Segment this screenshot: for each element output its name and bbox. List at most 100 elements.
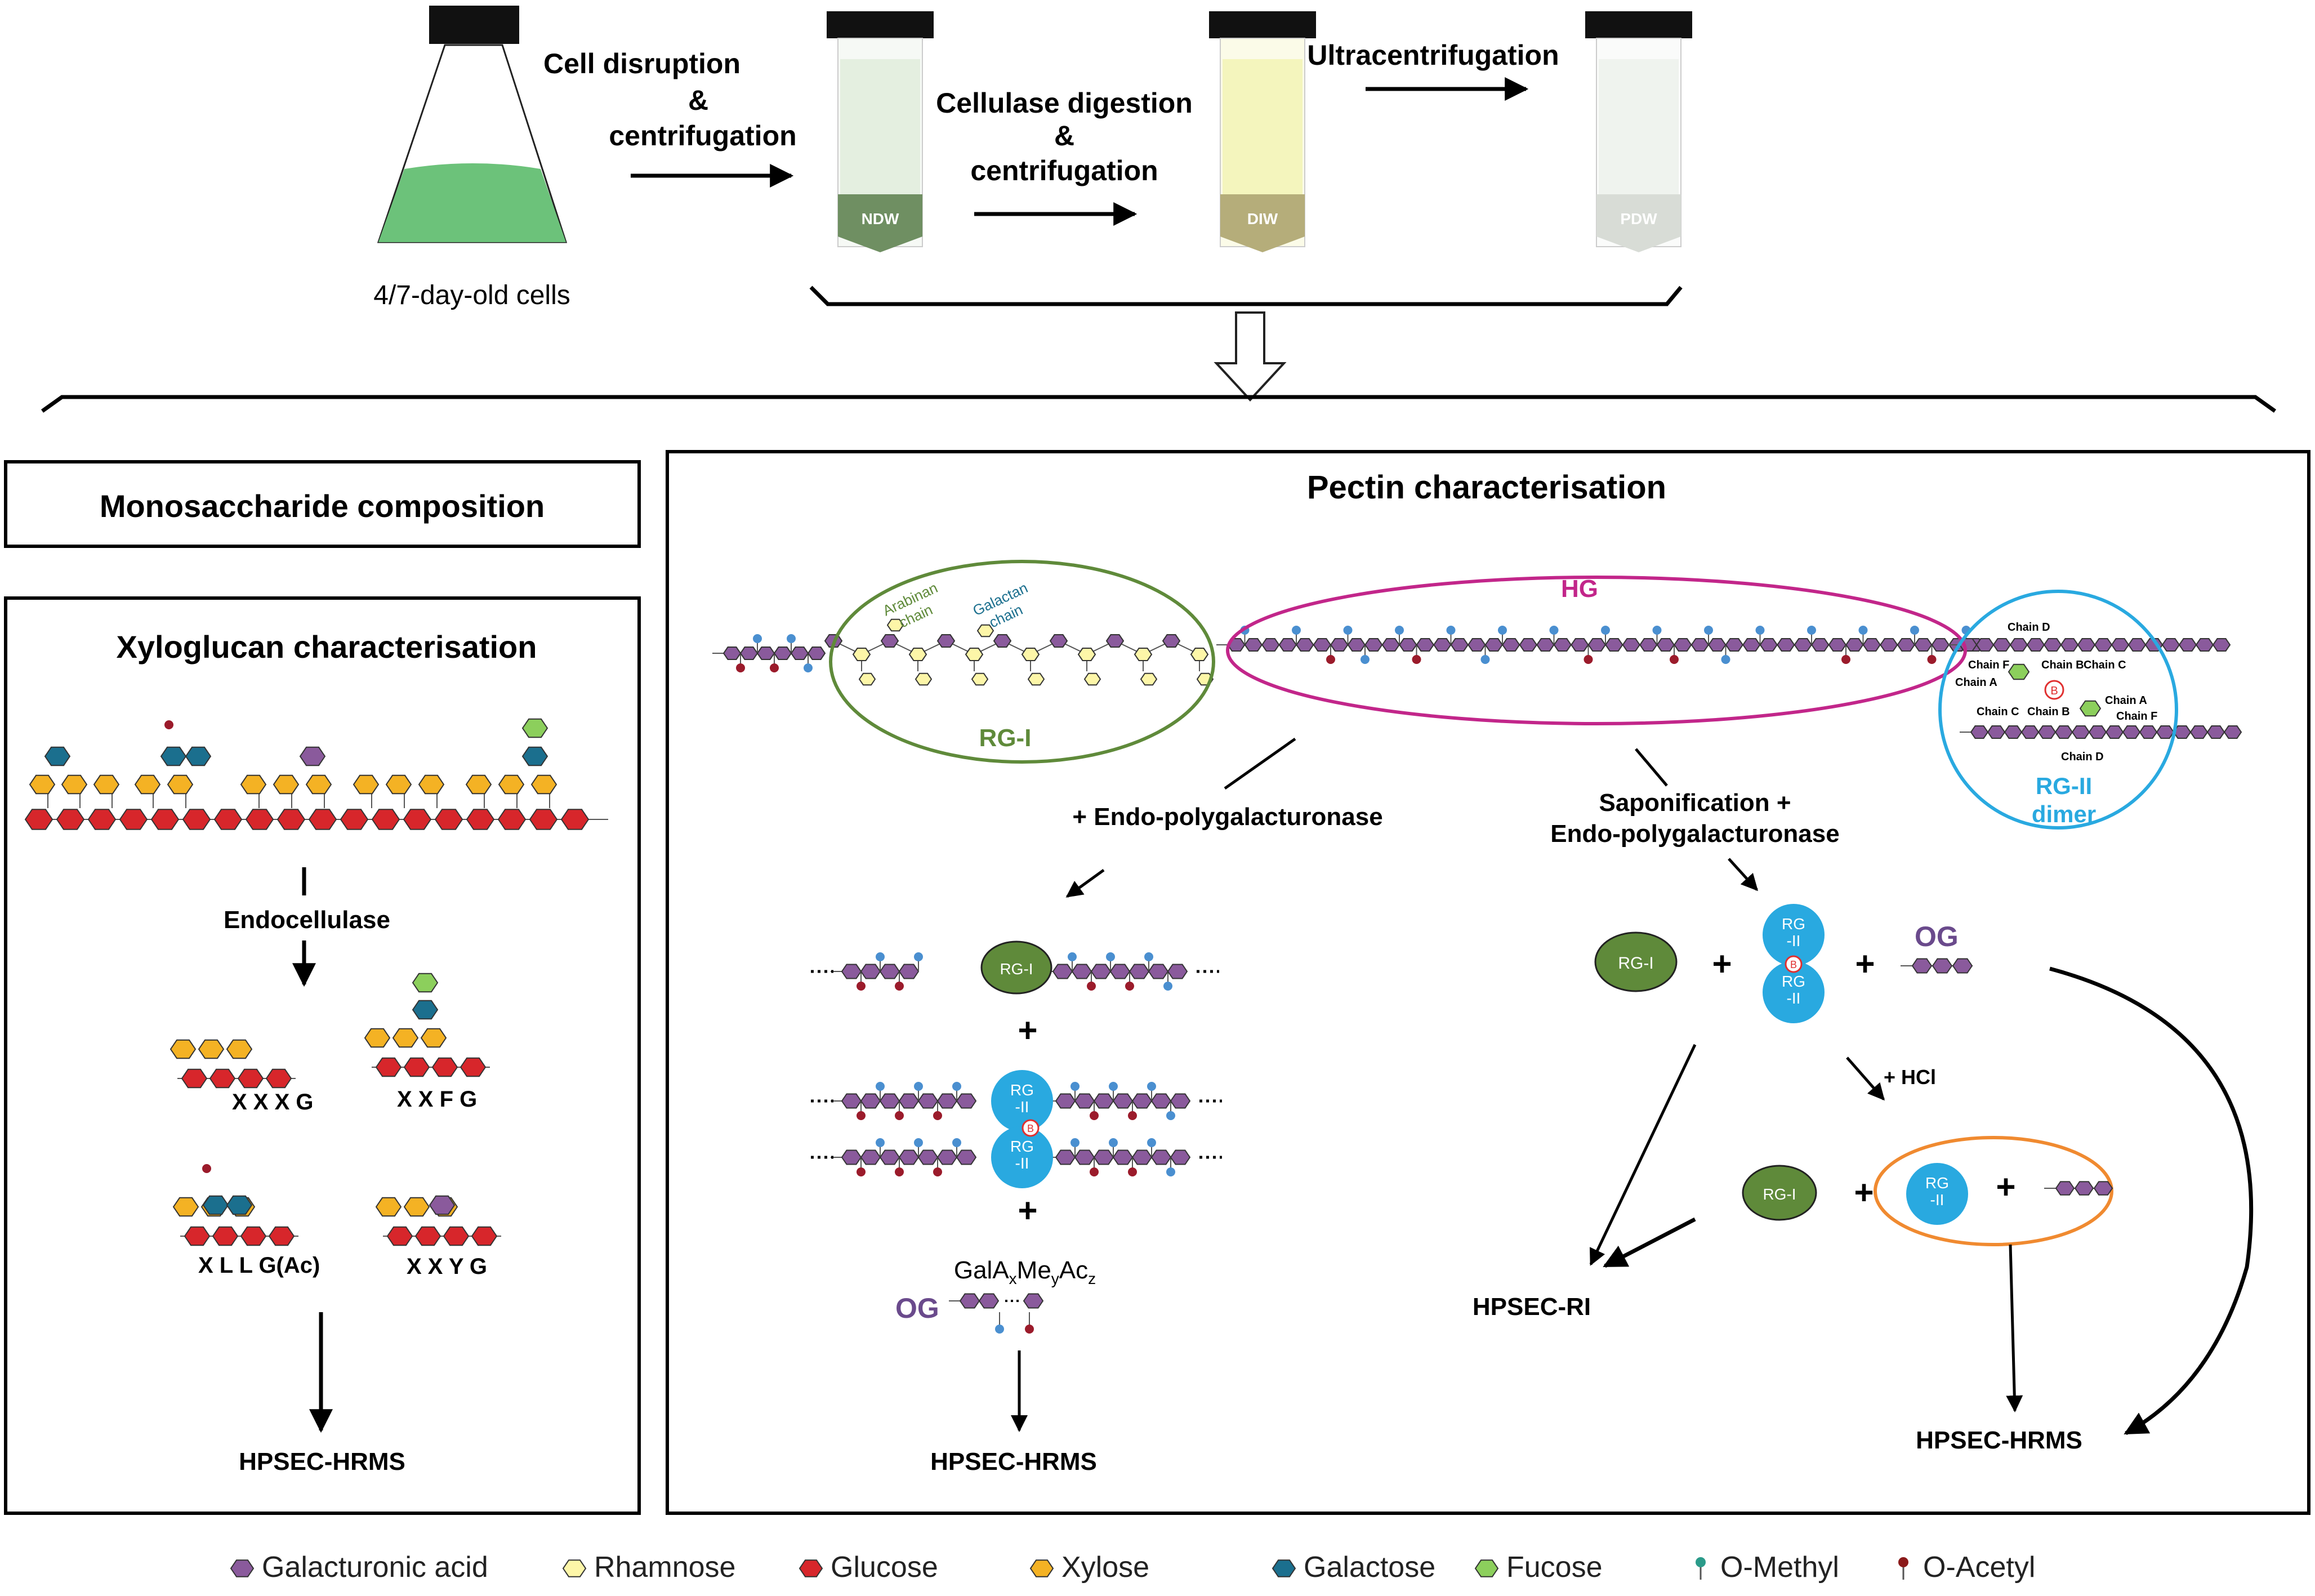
methyl-icon (1343, 626, 1353, 635)
fucose-hexagon (521, 718, 548, 738)
right-enzyme-1: Saponification + (1599, 789, 1791, 817)
methyl-icon (1395, 626, 1404, 635)
acetyl-icon (1584, 655, 1593, 664)
boron-right-icon (1785, 955, 1803, 973)
xylo-frag-1: X X X G (232, 1090, 314, 1114)
xylose-hexagon (93, 774, 120, 795)
glucose-hexagon (460, 1057, 487, 1077)
galA-hexagon (1777, 638, 1795, 652)
galA-hexagon (1296, 638, 1314, 652)
rg2-blob-left-top-l1: RG (1010, 1081, 1034, 1099)
galA-hexagon (841, 1093, 862, 1109)
methyl-icon (1144, 952, 1153, 961)
methyl-icon (1755, 626, 1765, 635)
galA-hexagon (1519, 638, 1538, 652)
rhamnose-hexagon (1190, 648, 1209, 661)
glucose-hexagon (529, 809, 558, 830)
galA-hexagon (2189, 725, 2209, 739)
xylose-hexagon (353, 774, 380, 795)
plus-left-1: + (1018, 1011, 1037, 1049)
galA-hexagon (860, 1093, 881, 1109)
galA-hexagon (1278, 638, 1297, 652)
glucose-hexagon (340, 809, 369, 830)
galA-hexagon (1128, 964, 1150, 979)
methyl-icon (1704, 626, 1713, 635)
galA-hexagon (1313, 638, 1332, 652)
glucose-hexagon (265, 1068, 292, 1089)
rg2-blob-right-top (1763, 904, 1825, 966)
glucose-hexagon (212, 1226, 239, 1246)
glucose-hexagon (497, 809, 527, 830)
methyl-icon (876, 1138, 885, 1147)
xylose-hexagon (364, 1028, 391, 1048)
xylo-frag-2: X X F G (397, 1087, 477, 1112)
right-output-ri: HPSEC-RI (1473, 1293, 1591, 1321)
xylo-fragments (170, 973, 501, 1246)
rg2-blob-left-top-l2: -II (1015, 1098, 1029, 1116)
galA-hexagon (1261, 638, 1280, 652)
methyl-icon (1147, 1082, 1156, 1091)
galA-hexagon (879, 1149, 900, 1165)
galA-hexagon (1759, 638, 1778, 652)
legend-swatch-4 (1272, 1559, 1296, 1577)
methyl-icon (753, 634, 762, 643)
chain-label-2: Chain B (2041, 659, 2084, 671)
galA-hexagon (1399, 638, 1417, 652)
galA-hexagon (2094, 638, 2113, 652)
pectin-backbone (712, 618, 2242, 739)
left-branch-line (1224, 737, 1296, 790)
left-enzyme: + Endo-polygalacturonase (1072, 803, 1382, 831)
glucose-hexagon (403, 1057, 430, 1077)
chain-label-6: Chain C (1977, 706, 2019, 718)
galA-hexagon (1914, 638, 1933, 652)
glucose-hexagon (24, 809, 53, 830)
glucose-hexagon (237, 1068, 264, 1089)
plus-right-1: + (1712, 945, 1732, 983)
xylose-hexagon (498, 774, 525, 795)
acetyl-icon (1090, 1167, 1099, 1176)
rhamnose-hexagon (852, 648, 871, 661)
methyl-icon (1910, 626, 1919, 635)
hcl-arrow (1846, 1056, 1885, 1101)
rg2-blob-left-bottom-l1: RG (1010, 1138, 1034, 1155)
legend-label-5: Fucose (1506, 1551, 1603, 1584)
galA-hexagon (1502, 638, 1520, 652)
galA-hexagon (1639, 638, 1658, 652)
galA-hexagon (1674, 638, 1692, 652)
methyl-icon (1498, 626, 1507, 635)
galA-hexagon (1708, 638, 1727, 652)
galactose-hexagon (412, 1000, 439, 1020)
galA-hexagon (1162, 634, 1181, 648)
tube-pdw: PDW (1585, 11, 1692, 252)
galA-hexagon (1055, 1093, 1076, 1109)
galA-hexagon (1862, 638, 1881, 652)
rhamnose-hexagon (858, 672, 876, 686)
galA-hexagon (1690, 638, 1710, 652)
galA-hexagon (1093, 1149, 1114, 1165)
galA-hexagon (1244, 638, 1263, 652)
galA-hexagon (1109, 964, 1131, 979)
galA-hexagon (1992, 638, 2011, 652)
legend-swatch-3 (1029, 1559, 1054, 1577)
acetyl-icon (933, 1111, 942, 1120)
galA-hexagon (860, 964, 881, 979)
galA-hexagon (898, 1149, 920, 1165)
acetyl-icon (736, 663, 745, 672)
galA-hexagon (1055, 1149, 1076, 1165)
xylose-hexagon (465, 774, 492, 795)
galA-hexagon (1148, 964, 1169, 979)
rg2-blob-right-top-l2: -II (1787, 932, 1801, 949)
legend-label-7: O-Acetyl (1923, 1551, 2035, 1584)
rg2-blob-hcl (1906, 1163, 1968, 1225)
methyl-icon (1070, 1082, 1080, 1091)
galA-hexagon (1811, 638, 1830, 652)
xylose-hexagon (418, 774, 445, 795)
methyl-icon (1163, 982, 1172, 991)
galA-hexagon (1970, 725, 1989, 739)
galA-hexagon (2060, 638, 2079, 652)
chain-label-7: Chain B (2027, 706, 2070, 718)
mono-title: Monosaccharide composition (100, 488, 545, 524)
rhamnose-hexagon (971, 672, 989, 686)
acetyl-icon (1090, 1111, 1099, 1120)
